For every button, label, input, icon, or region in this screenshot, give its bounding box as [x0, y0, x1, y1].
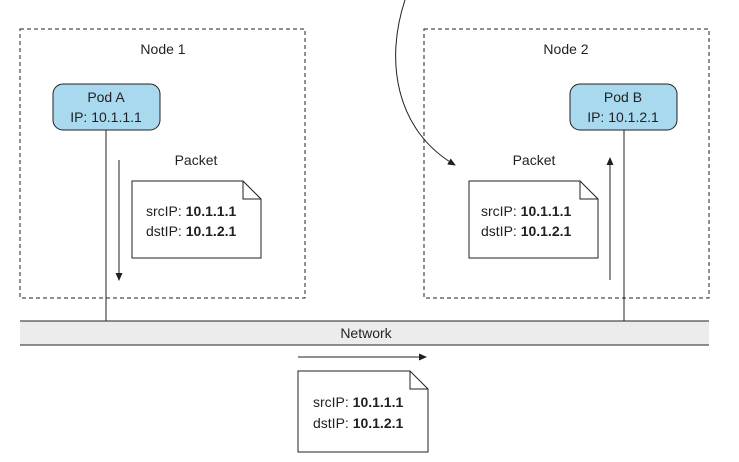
node2-packet-fold — [579, 181, 598, 200]
node2-packet-document — [468, 180, 599, 259]
node1-packet-title: Packet — [175, 152, 218, 168]
node2-box — [423, 28, 710, 299]
node1-packet-fold — [242, 181, 261, 200]
node2-packet-src: srcIP: 10.1.1.1 — [481, 203, 571, 219]
incoming-curved-arrow — [395, 0, 456, 166]
network-label: Network — [340, 325, 392, 341]
network-packet-fold — [409, 371, 428, 390]
node2-packet-title: Packet — [513, 152, 556, 168]
network-packet-document — [297, 370, 429, 453]
node1-box — [19, 28, 306, 299]
pod-b-ip: IP: 10.1.2.1 — [587, 109, 659, 125]
node1-packet-document — [131, 180, 262, 259]
network-packet-src: srcIP: 10.1.1.1 — [313, 394, 403, 410]
network-packet-dst: dstIP: 10.1.2.1 — [313, 415, 404, 431]
pod-a-ip: IP: 10.1.1.1 — [70, 109, 142, 125]
pod-a-name: Pod A — [87, 89, 125, 105]
node2-packet-dst: dstIP: 10.1.2.1 — [481, 223, 572, 239]
node1-packet-src: srcIP: 10.1.1.1 — [146, 203, 236, 219]
node2-title: Node 2 — [543, 41, 588, 57]
network-bar — [20, 321, 709, 345]
node1-packet-dst: dstIP: 10.1.2.1 — [146, 223, 237, 239]
pod-b-name: Pod B — [604, 89, 642, 105]
node1-title: Node 1 — [140, 41, 185, 57]
